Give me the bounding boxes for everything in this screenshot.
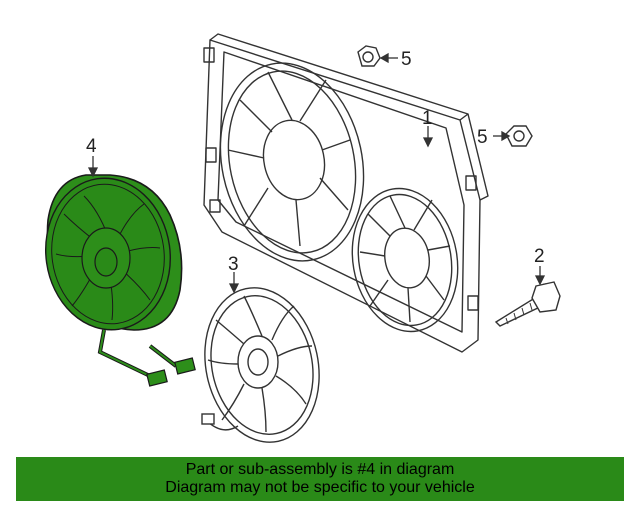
- leader-lines: [87, 52, 546, 294]
- banner-line-disclaimer: Diagram may not be specific to your vehi…: [165, 479, 475, 496]
- callout-part-3: 3: [228, 254, 239, 275]
- callout-part-5-right: 5: [477, 127, 488, 148]
- info-banner: Part or sub-assembly is #4 in diagram Di…: [16, 457, 624, 501]
- fan-assembly-part-3: [201, 287, 320, 443]
- banner-line-part-number: Part or sub-assembly is #4 in diagram: [185, 461, 455, 478]
- callout-part-5-top: 5: [401, 49, 412, 70]
- bolt-part-2: [494, 281, 561, 327]
- nut-part-5-top: [357, 45, 381, 67]
- parts-diagram: 4 3 1 2 5 5: [44, 33, 561, 443]
- callout-part-1: 1: [422, 108, 433, 129]
- callout-part-4: 4: [86, 136, 97, 157]
- fan-assembly-part-4: [44, 174, 196, 387]
- fan-shroud-part-1: [203, 33, 489, 353]
- callout-part-2: 2: [534, 246, 545, 267]
- nut-part-5-right: [505, 125, 533, 147]
